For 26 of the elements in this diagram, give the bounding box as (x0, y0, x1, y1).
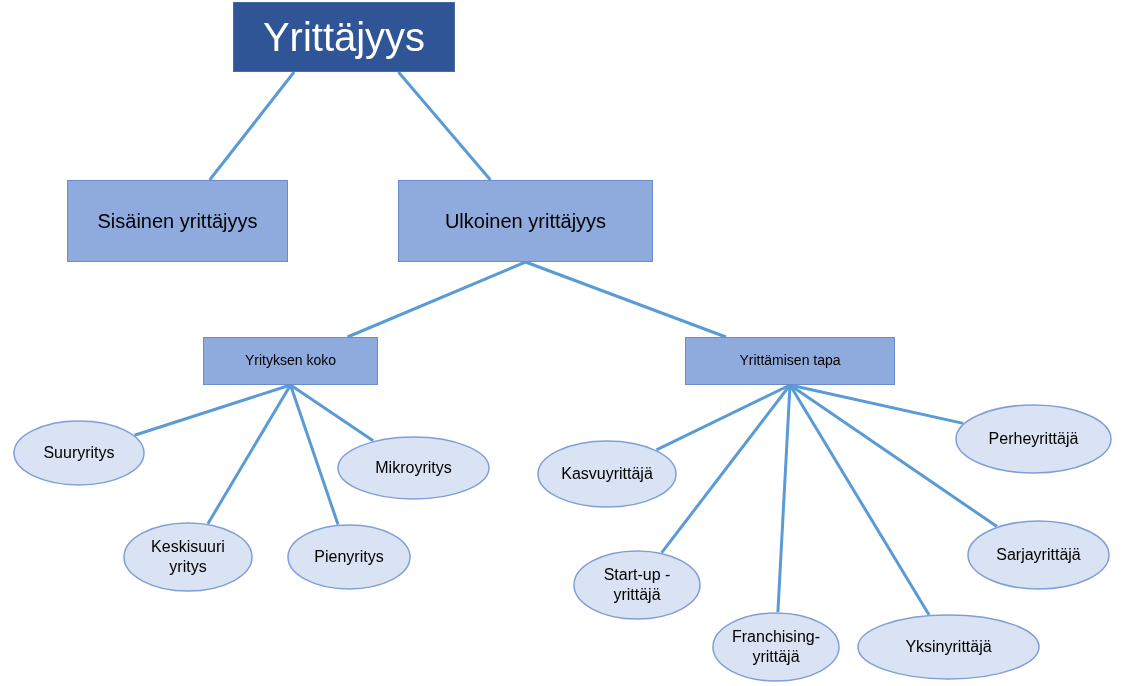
connector-line (524, 260, 727, 339)
subcategory-box: Yrityksen koko (203, 337, 378, 385)
ellipse-node: Kasvuyrittäjä (537, 440, 677, 508)
connector-line (397, 71, 492, 181)
ellipse-node: Perheyrittäjä (955, 404, 1112, 474)
ellipse-node: Mikroyritys (337, 436, 490, 500)
connector-line (206, 384, 292, 525)
connector-line (776, 384, 792, 613)
connector-line (208, 71, 296, 181)
connector-line (289, 383, 375, 443)
subcategory-box: Yrittämisen tapa (685, 337, 895, 385)
ellipse-node: Suuryritys (13, 420, 145, 486)
connector-line (289, 384, 340, 525)
category-box: Ulkoinen yrittäjyys (398, 180, 653, 262)
ellipse-node: Start-up - yrittäjä (573, 550, 701, 620)
connector-line (134, 383, 291, 437)
ellipse-node: Sarjayrittäjä (967, 520, 1110, 590)
connector-line (788, 384, 931, 616)
ellipse-node: Pienyritys (287, 524, 411, 590)
connector-line (655, 383, 791, 452)
ellipse-node: Franchising- yrittäjä (712, 612, 840, 682)
title-box: Yrittäjyys (233, 2, 455, 72)
category-box: Sisäinen yrittäjyys (67, 180, 288, 262)
ellipse-node: Keskisuuri yritys (123, 522, 253, 592)
ellipse-node: Yksinyrittäjä (857, 614, 1040, 680)
connector-line (346, 260, 527, 339)
